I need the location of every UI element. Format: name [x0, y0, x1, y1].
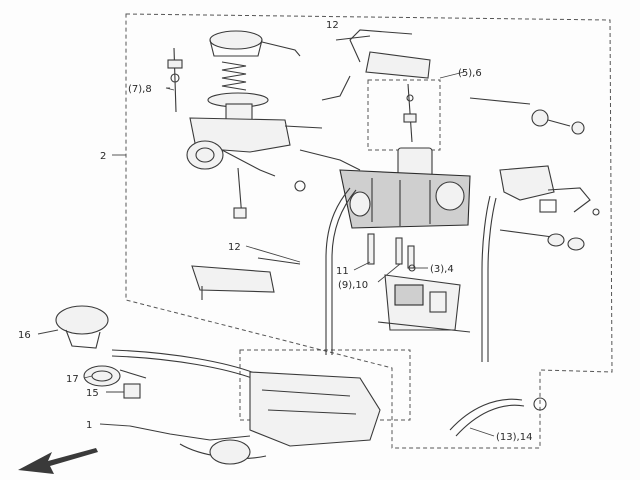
leader-lines [37, 71, 495, 437]
main-jets [367, 233, 416, 272]
float-bowl [377, 274, 471, 333]
carburetor-assembly-boundary [125, 13, 613, 449]
callout-9-10: (9),10 [338, 280, 368, 291]
throttle-body [186, 117, 323, 192]
hose-clamps [83, 365, 147, 399]
callout-12-bottom: 12 [228, 242, 241, 253]
carburetor-main-body [299, 147, 471, 229]
callout-7-8: (7),8 [128, 84, 152, 95]
callout-17: 17 [66, 374, 79, 385]
jet-needle-set [166, 47, 183, 113]
callout-11: 11 [336, 266, 349, 277]
throttle-valve [207, 92, 269, 135]
callout-5-6: (5),6 [458, 68, 482, 79]
vent-hose [449, 397, 547, 437]
callout-13-14: (13),14 [496, 432, 532, 443]
adjuster-screws [469, 97, 600, 251]
callout-2: 2 [100, 151, 106, 162]
intake-manifold [111, 349, 381, 465]
callout-12-top: 12 [326, 20, 339, 31]
throttle-cable-parts [191, 167, 301, 300]
throttle-spring [221, 61, 247, 91]
air-cleaner-cap [55, 305, 109, 349]
callout-16: 16 [18, 330, 31, 341]
callout-labels: 2 (7),8 12 (5),6 12 11 (9),10 (3),4 (13)… [18, 20, 532, 443]
callout-3-4: (3),4 [430, 264, 454, 275]
drain-hoses [325, 187, 497, 362]
callout-1: 1 [86, 420, 92, 431]
front-arrow-icon [18, 448, 98, 474]
needle-valve-set [403, 83, 417, 143]
cable-bracket [321, 29, 431, 101]
callout-15: 15 [86, 388, 99, 399]
throttle-valve-boundary [239, 79, 441, 421]
linkage-bracket [499, 165, 591, 213]
carburetor-top-cap [209, 30, 301, 57]
